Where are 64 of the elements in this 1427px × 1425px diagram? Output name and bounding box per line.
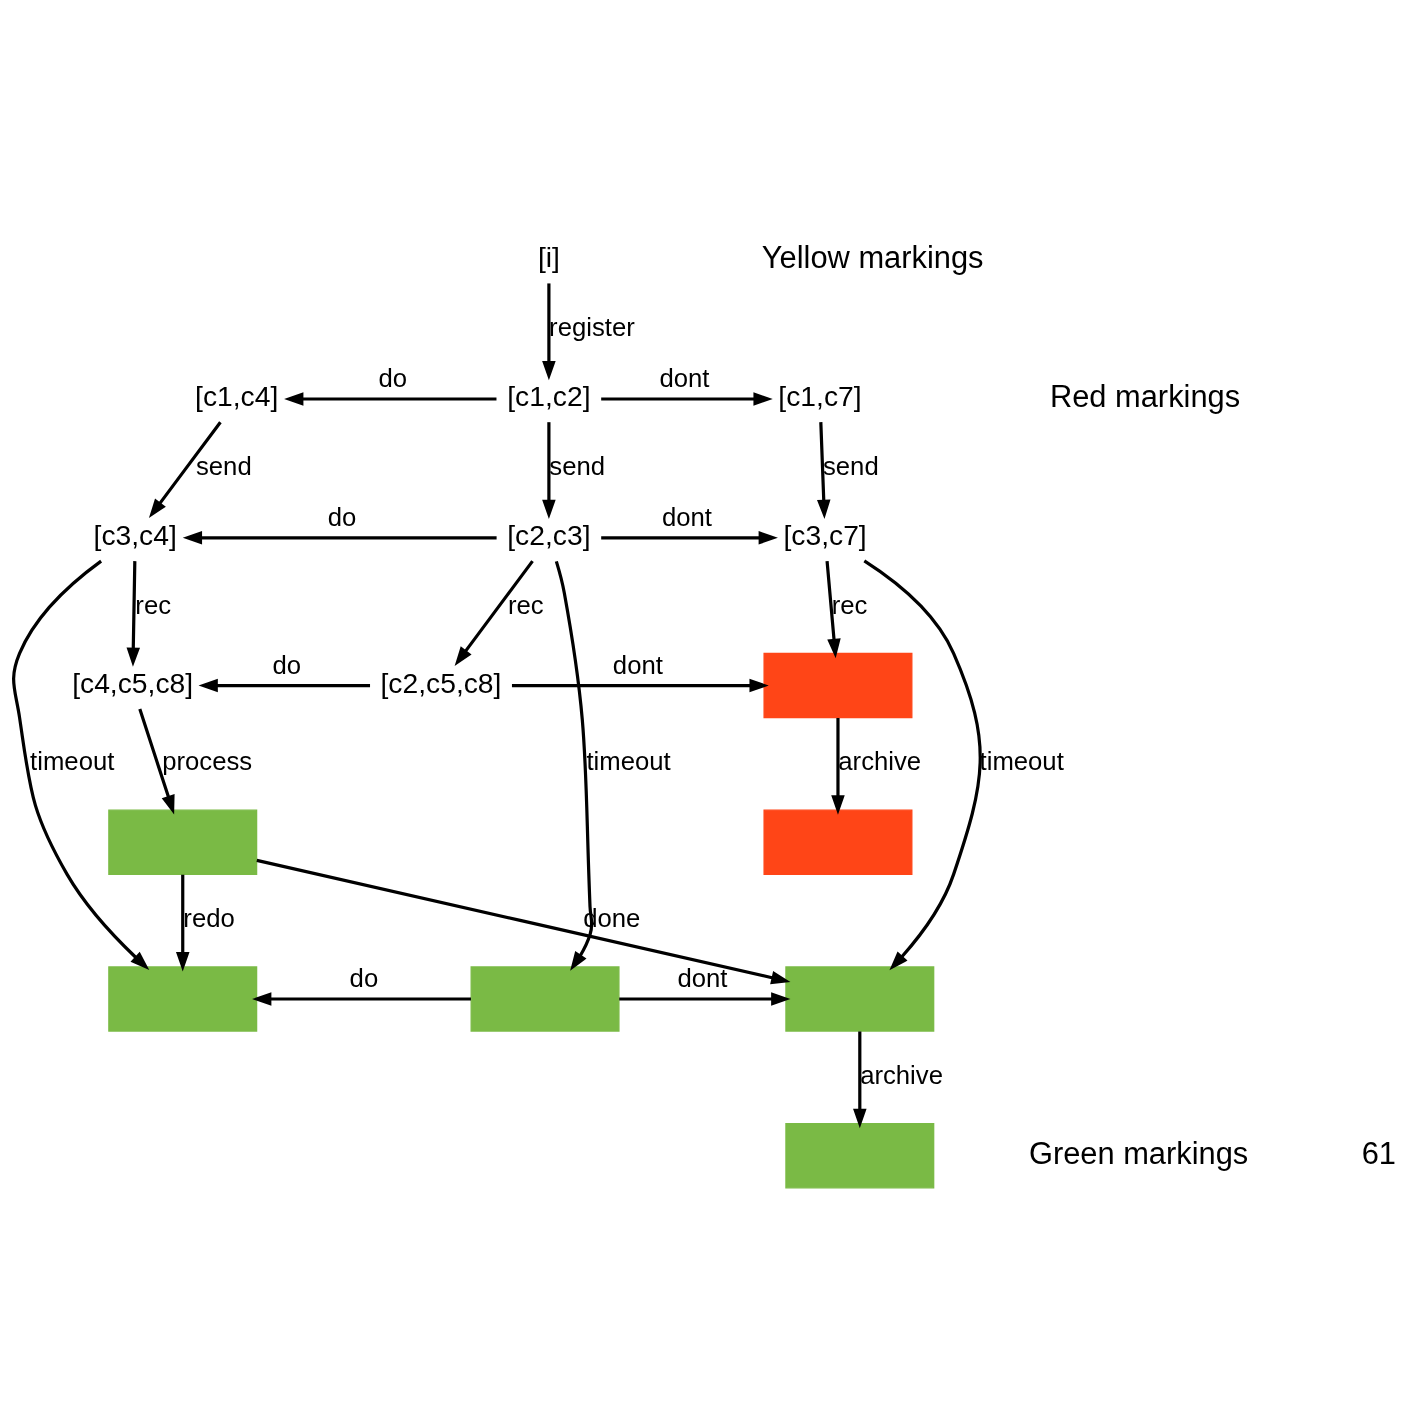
edge-label: archive bbox=[860, 1060, 943, 1089]
arrow bbox=[601, 531, 778, 545]
node-box bbox=[108, 966, 258, 1032]
edge-label: dont bbox=[659, 364, 710, 393]
node-text: [c3,c7] bbox=[783, 518, 867, 551]
node-text: [c3,c4] bbox=[93, 518, 177, 551]
arrow bbox=[542, 283, 556, 381]
arrow bbox=[284, 392, 497, 406]
arrow bbox=[831, 718, 845, 815]
node-text: [c1,c2] bbox=[507, 380, 591, 413]
edge-label: timeout bbox=[979, 747, 1064, 776]
edge-label: timeout bbox=[30, 747, 115, 776]
node-text: [c4,c5,c8] bbox=[72, 666, 194, 699]
edge-label: process bbox=[162, 747, 253, 776]
edge-label: dont bbox=[677, 964, 728, 993]
arrow bbox=[817, 422, 831, 520]
edge-label: do bbox=[272, 650, 302, 679]
node-text: [i] bbox=[537, 241, 560, 274]
edge-label: send bbox=[549, 451, 606, 480]
node-text: [c2,c5,c8] bbox=[380, 666, 502, 699]
label: 61 bbox=[1361, 1135, 1396, 1171]
edge-label: timeout bbox=[586, 747, 671, 776]
label: Green markings bbox=[1028, 1135, 1249, 1171]
arrow bbox=[554, 560, 594, 971]
label: Yellow markings bbox=[761, 240, 984, 276]
arrow bbox=[511, 678, 769, 693]
edge-label: do bbox=[349, 964, 379, 993]
arrow bbox=[182, 531, 497, 545]
node-box bbox=[108, 809, 258, 875]
arrow bbox=[252, 992, 471, 1006]
arrow bbox=[175, 874, 190, 972]
arrow bbox=[825, 560, 841, 659]
edge-label: do bbox=[378, 364, 408, 393]
edge-label: dont bbox=[662, 503, 713, 532]
arrow bbox=[454, 560, 534, 666]
node-box bbox=[470, 966, 620, 1032]
arrow bbox=[256, 858, 791, 985]
edge-label: register bbox=[549, 313, 635, 342]
node-text: [c1,c7] bbox=[778, 380, 862, 413]
arrow bbox=[198, 678, 371, 693]
arrow bbox=[853, 1031, 867, 1129]
arrow bbox=[126, 561, 141, 667]
edge-label: dont bbox=[612, 650, 663, 679]
arrow bbox=[619, 992, 791, 1006]
arrow bbox=[12, 559, 150, 970]
label: Red markings bbox=[1049, 378, 1241, 414]
edge-label: do bbox=[327, 503, 357, 532]
arrow bbox=[601, 392, 773, 406]
edge-label: rec bbox=[507, 590, 544, 619]
arrow bbox=[542, 422, 556, 520]
node-text: [c1,c4] bbox=[195, 380, 279, 413]
edge-label: redo bbox=[183, 904, 235, 933]
arrow bbox=[863, 559, 982, 971]
node-text: [c2,c3] bbox=[507, 518, 591, 551]
edge-label: send bbox=[196, 451, 252, 480]
node-box bbox=[763, 652, 913, 719]
edge-label: rec bbox=[831, 590, 868, 619]
node-box bbox=[785, 966, 935, 1032]
arrow bbox=[148, 421, 222, 519]
edge-label: send bbox=[822, 451, 879, 480]
edge-label: rec bbox=[135, 590, 172, 619]
node-box bbox=[763, 809, 913, 875]
node-box bbox=[785, 1122, 935, 1189]
arrow bbox=[138, 708, 175, 815]
